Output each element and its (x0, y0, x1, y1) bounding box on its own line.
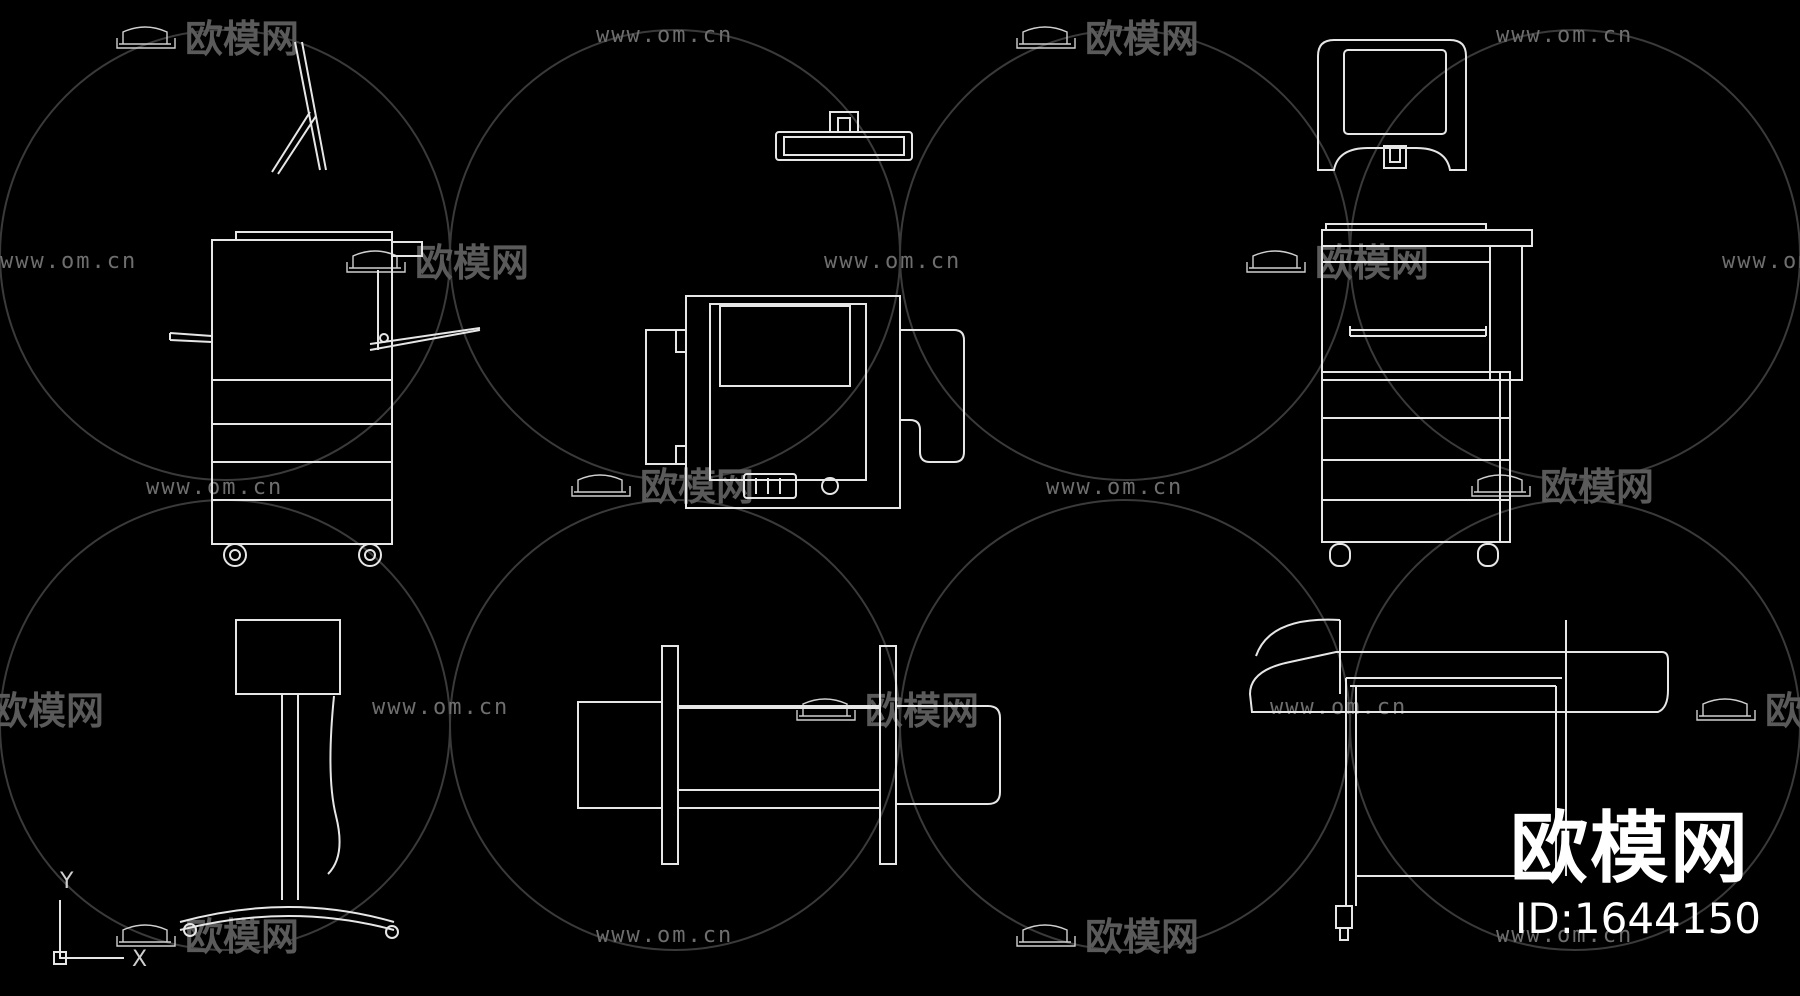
image-id-label: ID:1644150 (1515, 894, 1761, 943)
watermark-url: www.om.cn (146, 475, 283, 500)
watermark-brand: 欧模网 (640, 465, 754, 509)
roll-stand-top-view (577, 645, 1001, 865)
monitor-side-view (271, 41, 327, 175)
watermark-url: www.om.cn (1496, 23, 1633, 48)
watermark-url: www.om.cn (372, 695, 509, 720)
watermark-url: www.om.cn (0, 249, 137, 274)
copier-front-view (169, 231, 481, 567)
copier-side-view (1321, 223, 1533, 567)
watermark-brand: 欧模网 (1765, 689, 1800, 733)
sofa-icon (796, 698, 856, 721)
x-axis-label: X (132, 947, 147, 972)
y-axis-label: Y (59, 869, 74, 894)
watermark-url: www.om.cn (824, 249, 961, 274)
sofa-icon (1696, 698, 1756, 721)
watermark-url-texts: www.om.cn www.om.cn www.om.cn www.om.cn … (0, 23, 1800, 948)
sofa-icon (346, 250, 406, 273)
watermark-brand: 欧模网 (1085, 17, 1199, 61)
scanner-top-view (775, 111, 913, 161)
sofa-icon (1016, 924, 1076, 947)
sofa-icon (116, 924, 176, 947)
sofa-icon (1016, 26, 1076, 49)
sofa-icon (571, 474, 631, 497)
sofa-icon (1246, 250, 1306, 273)
watermark-brand: 欧模网 (865, 689, 979, 733)
watermark-url: www.om.cn (1046, 475, 1183, 500)
watermark-brands: 欧模网 欧模网 欧模网 欧模网 欧模网 欧模网 欧模网 欧模网 (0, 17, 1800, 959)
monitor-front-view (1317, 39, 1467, 171)
watermark-url: www.om.cn (1722, 249, 1800, 274)
watermark-url: www.om.cn (1270, 695, 1407, 720)
watermark-url: www.om.cn (596, 923, 733, 948)
watermark-brand: 欧模网 (185, 17, 299, 61)
watermark-brand: 欧模网 (0, 689, 104, 733)
watermark-brand: 欧模网 (415, 241, 529, 285)
ucs-axis-icon: Y X (53, 869, 147, 972)
brand-logo-text: 欧模网 (1510, 804, 1751, 894)
watermark-brand: 欧模网 (185, 915, 299, 959)
sofa-icon (116, 26, 176, 49)
watermark-brand: 欧模网 (1085, 915, 1199, 959)
copier-top-view (645, 295, 965, 509)
watermark-url: www.om.cn (1496, 923, 1633, 948)
stand-side-view (179, 619, 399, 939)
watermark-url: www.om.cn (596, 23, 733, 48)
watermark-brand: 欧模网 (1540, 465, 1654, 509)
printer-stand-side-view (1248, 618, 1669, 941)
